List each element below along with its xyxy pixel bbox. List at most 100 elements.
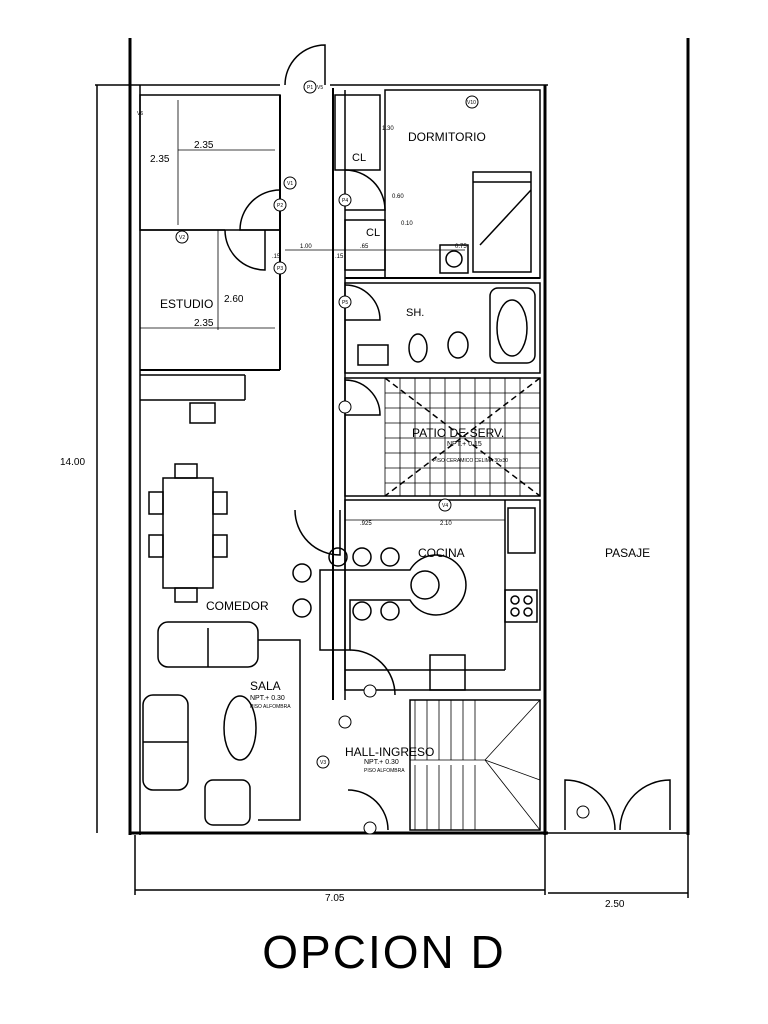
page-title: OPCION D bbox=[262, 926, 506, 978]
tag-v3-icon bbox=[316, 755, 330, 769]
room-label-sala: SALA bbox=[250, 679, 281, 693]
toilet-2-icon bbox=[447, 331, 469, 359]
dim-kitchen-2: 2.10 bbox=[440, 521, 452, 527]
patio-diagonal-2 bbox=[384, 377, 541, 497]
tag-p5-label: P5 bbox=[342, 300, 348, 306]
dim-estudio-h: 2.60 bbox=[224, 294, 244, 305]
dim-dorm-1: 1.00 bbox=[300, 244, 312, 250]
tag-p2b-icon bbox=[363, 684, 377, 698]
room-label-cocina: COCINA bbox=[418, 546, 465, 560]
tag-v2-icon bbox=[175, 230, 189, 244]
stove-icon bbox=[504, 589, 538, 623]
tag-p5-icon bbox=[338, 295, 352, 309]
level-patio-floor: PISO CERAMICO CELIMA 30x30 bbox=[433, 458, 508, 464]
tag-p3c-icon bbox=[338, 715, 352, 729]
dining-chair bbox=[174, 463, 198, 479]
dim-total-height: 14.00 bbox=[60, 457, 85, 468]
door-cl-arc bbox=[344, 169, 386, 211]
lamp-icon bbox=[445, 250, 463, 268]
closet-cl-top bbox=[334, 94, 381, 171]
stool-icon bbox=[292, 598, 312, 618]
level-hall-npt: NPT.+ 0.30 bbox=[364, 759, 399, 766]
dim-kitchen-1: .925 bbox=[360, 521, 372, 527]
tag-v10-label: V10 bbox=[467, 100, 476, 106]
dim-dorm-3: .65 bbox=[360, 244, 369, 250]
tag-p5b-icon bbox=[576, 805, 590, 819]
door-p2-arc bbox=[239, 189, 281, 231]
level-patio-npt: NPT.+ 0.15 bbox=[447, 441, 482, 448]
tag-v4-label: V4 bbox=[442, 503, 448, 509]
room-label-hall: HALL-INGRESO bbox=[345, 745, 434, 759]
rug-outline bbox=[258, 639, 301, 821]
dim-dorm-7: 0.75 bbox=[455, 244, 467, 250]
patio-diagonal-1 bbox=[384, 377, 541, 497]
room-label-comedor: COMEDOR bbox=[206, 599, 269, 613]
room-label-pasaje: PASAJE bbox=[605, 546, 650, 560]
tag-p4-label: P4 bbox=[342, 198, 348, 204]
tag-p3-icon bbox=[273, 261, 287, 275]
tag-p4-icon bbox=[338, 193, 352, 207]
dining-table bbox=[162, 477, 214, 589]
door-kitchen-2-arc bbox=[349, 649, 396, 696]
tag-v6-label: V6 bbox=[137, 111, 143, 117]
closet-cl-bottom bbox=[344, 219, 386, 271]
gate-left-arc bbox=[564, 779, 616, 831]
door-patio-arc bbox=[344, 379, 381, 416]
gate-right-arc bbox=[619, 779, 671, 831]
cocina-room bbox=[344, 499, 541, 691]
bed-cover-fold bbox=[479, 189, 532, 246]
toilet-icon bbox=[408, 333, 428, 363]
bed bbox=[472, 171, 532, 273]
fridge-icon bbox=[429, 654, 466, 691]
bathtub bbox=[489, 287, 536, 364]
dim-closet-w: 2.35 bbox=[194, 140, 214, 151]
level-hall-floor: PISO ALFOMBRA bbox=[364, 768, 405, 774]
door-hall-arc bbox=[347, 789, 389, 831]
kitchen-sink-icon bbox=[507, 507, 536, 554]
door-sh-arc bbox=[344, 284, 381, 321]
tag-v5-label: V5 bbox=[317, 85, 323, 91]
tag-p3b-icon bbox=[338, 400, 352, 414]
desk-chair bbox=[189, 402, 216, 424]
tag-v1-icon bbox=[283, 176, 297, 190]
stool-icon bbox=[352, 547, 372, 567]
stool-icon bbox=[380, 547, 400, 567]
tag-p1b-icon bbox=[363, 821, 377, 835]
tag-v3-label: V3 bbox=[320, 760, 326, 766]
island-hob-icon bbox=[410, 570, 440, 600]
dining-chair bbox=[148, 491, 164, 515]
dim-dorm-4: .15 bbox=[335, 254, 344, 260]
sink-icon bbox=[357, 344, 389, 366]
dim-pasaje-width: 2.50 bbox=[605, 899, 625, 910]
dim-dorm-8: 1.30 bbox=[382, 126, 394, 132]
stool-icon bbox=[352, 601, 372, 621]
stool-icon bbox=[328, 547, 348, 567]
tag-p1-icon bbox=[303, 80, 317, 94]
dim-closet-h: 2.35 bbox=[150, 154, 170, 165]
level-sala-floor: PISO ALFOMBRA bbox=[250, 704, 291, 710]
dim-dorm-6: 0.60 bbox=[392, 194, 404, 200]
room-label-patio: PATIO DE SERV. bbox=[412, 426, 504, 440]
room-label-cl-top: CL bbox=[352, 152, 366, 164]
armchair bbox=[204, 779, 251, 826]
tag-v4-icon bbox=[438, 498, 452, 512]
door-p1-arc bbox=[284, 44, 326, 86]
dining-chair bbox=[212, 534, 228, 558]
patio-servicio bbox=[344, 377, 541, 497]
stool-icon bbox=[380, 601, 400, 621]
dining-chair bbox=[148, 534, 164, 558]
tag-p2-label: P2 bbox=[277, 203, 283, 209]
bathtub-basin bbox=[496, 299, 528, 357]
tag-v10-icon bbox=[465, 95, 479, 109]
room-label-dormitorio: DORMITORIO bbox=[408, 130, 486, 144]
room-label-cl-bottom: CL bbox=[366, 227, 380, 239]
nightstand bbox=[439, 244, 469, 274]
room-label-sh: SH. bbox=[406, 307, 424, 319]
dining-chair bbox=[174, 587, 198, 603]
dim-dorm-2: .15 bbox=[272, 254, 281, 260]
dim-total-width: 7.05 bbox=[325, 893, 345, 904]
tag-p3-label: P3 bbox=[277, 266, 283, 272]
level-sala-npt: NPT.+ 0.30 bbox=[250, 695, 285, 702]
door-p3-arc bbox=[224, 229, 266, 271]
